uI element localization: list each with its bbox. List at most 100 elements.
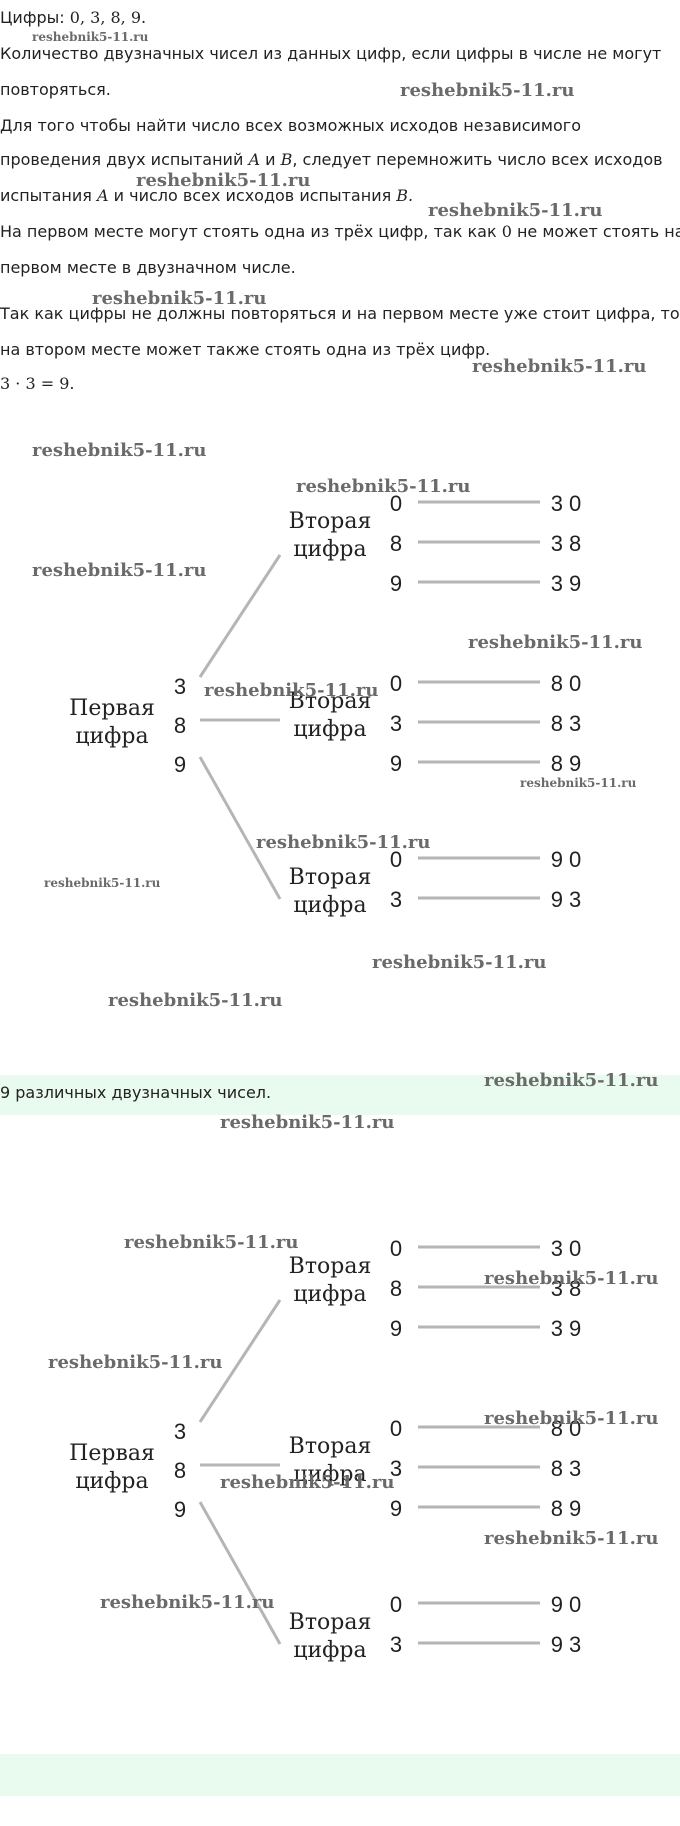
second-digit: 3 bbox=[390, 1632, 402, 1657]
digits-math: 0, 3, 8, 9. bbox=[69, 8, 147, 27]
first-digit: 3 bbox=[174, 674, 186, 699]
watermark: reshebnik5-11.ru bbox=[92, 288, 267, 309]
watermark: reshebnik5-11.ru bbox=[372, 952, 547, 973]
watermark: reshebnik5-11.ru bbox=[428, 200, 603, 221]
first-digit-label: Первая bbox=[69, 696, 155, 721]
branch-line bbox=[198, 1299, 282, 1423]
first-digit-label: Первая bbox=[69, 1441, 155, 1466]
second-digit: 8 bbox=[390, 531, 402, 556]
first-digit-label: цифра bbox=[75, 724, 148, 749]
rule-line-2-text: проведения двух испытаний bbox=[0, 150, 249, 169]
second-digit-label: цифра bbox=[293, 893, 366, 918]
second-digit-label: Вторая bbox=[289, 1434, 372, 1459]
watermark: reshebnik5-11.ru bbox=[136, 170, 311, 191]
answer-band: 9 различных двузначных чисел. bbox=[0, 1075, 680, 1115]
rule-line-3: испытания A и число всех исходов испытан… bbox=[0, 186, 676, 206]
math-b: B bbox=[280, 150, 293, 169]
rule-line-2-text: , следует перемножить число всех исходов bbox=[292, 150, 663, 169]
first-digit: 8 bbox=[174, 1458, 186, 1483]
first-digit: 3 bbox=[174, 1419, 186, 1444]
second-digit: 0 bbox=[390, 491, 402, 516]
result-number: 3 9 bbox=[551, 1316, 582, 1341]
watermark: reshebnik5-11.ru bbox=[220, 1472, 395, 1493]
rule-line-3-text: и число всех исходов испытания bbox=[108, 186, 397, 205]
branch-line bbox=[198, 756, 282, 900]
result-number: 3 0 bbox=[551, 1236, 582, 1261]
first-digit: 9 bbox=[174, 752, 186, 777]
watermark: reshebnik5-11.ru bbox=[484, 1268, 659, 1289]
second-digit: 9 bbox=[390, 1496, 402, 1521]
watermark: reshebnik5-11.ru bbox=[256, 832, 431, 853]
second-digit-label: Вторая bbox=[289, 689, 372, 714]
watermark: reshebnik5-11.ru bbox=[32, 440, 207, 461]
second-digit: 0 bbox=[390, 1416, 402, 1441]
answer-text: 9 различных двузначных чисел. bbox=[0, 1083, 272, 1102]
result-number: 3 8 bbox=[551, 531, 582, 556]
watermark: reshebnik5-11.ru bbox=[484, 1528, 659, 1549]
digits-line: Цифры: 0, 3, 8, 9. bbox=[0, 8, 676, 28]
result-number: 3 0 bbox=[551, 491, 582, 516]
second-digit-label: цифра bbox=[293, 1638, 366, 1663]
second-digit-label: Вторая bbox=[289, 1610, 372, 1635]
task-line-2: повторяться. bbox=[0, 80, 111, 99]
math-a: A bbox=[248, 150, 260, 169]
second-place-line-1: Так как цифры не должны повторяться и на… bbox=[0, 304, 680, 323]
result-number: 9 3 bbox=[551, 887, 582, 912]
first-place-text: На первом месте могут стоять одна из трё… bbox=[0, 222, 502, 241]
second-digit: 8 bbox=[390, 1276, 402, 1301]
watermark: reshebnik5-11.ru bbox=[108, 990, 283, 1011]
watermark: reshebnik5-11.ru bbox=[204, 680, 379, 701]
watermark: reshebnik5-11.ru bbox=[484, 1408, 659, 1429]
second-digit: 0 bbox=[390, 671, 402, 696]
rule-line-1: Для того чтобы найти число всех возможны… bbox=[0, 116, 581, 135]
second-digit: 0 bbox=[390, 1592, 402, 1617]
second-digit: 9 bbox=[390, 1316, 402, 1341]
watermark: reshebnik5-11.ru bbox=[400, 80, 575, 101]
result-number: 8 9 bbox=[551, 1496, 582, 1521]
watermark: reshebnik5-11.ru bbox=[100, 1592, 275, 1613]
second-digit-label: цифра bbox=[293, 1462, 366, 1487]
second-digit: 9 bbox=[390, 751, 402, 776]
second-digit-label: цифра bbox=[293, 1282, 366, 1307]
watermark: reshebnik5-11.ru bbox=[48, 1352, 223, 1373]
second-digit: 0 bbox=[390, 847, 402, 872]
watermark: reshebnik5-11.ru bbox=[44, 876, 161, 890]
watermark: reshebnik5-11.ru bbox=[468, 632, 643, 653]
product-formula: 3 · 3 = 9. bbox=[0, 374, 75, 393]
result-number: 9 0 bbox=[551, 847, 582, 872]
math-a: A bbox=[96, 186, 109, 205]
watermark: reshebnik5-11.ru bbox=[220, 1112, 395, 1133]
watermark: reshebnik5-11.ru bbox=[32, 30, 149, 44]
first-digit: 9 bbox=[174, 1497, 186, 1522]
first-digit: 8 bbox=[174, 713, 186, 738]
watermark: reshebnik5-11.ru bbox=[472, 356, 647, 377]
watermark: reshebnik5-11.ru bbox=[32, 560, 207, 581]
result-number: 8 0 bbox=[551, 1416, 582, 1441]
second-digit: 3 bbox=[390, 1456, 402, 1481]
second-digit-label: Вторая bbox=[289, 1254, 372, 1279]
second-digit: 0 bbox=[390, 1236, 402, 1261]
second-digit-label: Вторая bbox=[289, 865, 372, 890]
watermark: reshebnik5-11.ru bbox=[124, 1232, 299, 1253]
task-line-1: Количество двузначных чисел из данных ци… bbox=[0, 44, 662, 63]
watermark: reshebnik5-11.ru bbox=[296, 476, 471, 497]
rule-line-2: проведения двух испытаний A и B, следует… bbox=[0, 150, 676, 170]
result-number: 9 3 bbox=[551, 1632, 582, 1657]
result-number: 8 0 bbox=[551, 671, 582, 696]
first-digit-label: цифра bbox=[75, 1469, 148, 1494]
result-number: 9 0 bbox=[551, 1592, 582, 1617]
rule-line-2-text: и bbox=[260, 150, 281, 169]
answer-band-empty bbox=[0, 1754, 680, 1796]
result-number: 8 3 bbox=[551, 1456, 582, 1481]
math-zero: 0 bbox=[501, 222, 512, 241]
digits-label: Цифры: bbox=[0, 8, 65, 27]
math-b: B. bbox=[396, 186, 414, 205]
second-place-line-2: на втором месте может также стоять одна … bbox=[0, 340, 491, 359]
first-place-line-2: первом месте в двузначном числе. bbox=[0, 258, 296, 277]
second-digit-label: цифра bbox=[293, 537, 366, 562]
watermark: reshebnik5-11.ru bbox=[484, 1070, 659, 1091]
second-digit: 9 bbox=[390, 571, 402, 596]
second-digit-label: цифра bbox=[293, 717, 366, 742]
